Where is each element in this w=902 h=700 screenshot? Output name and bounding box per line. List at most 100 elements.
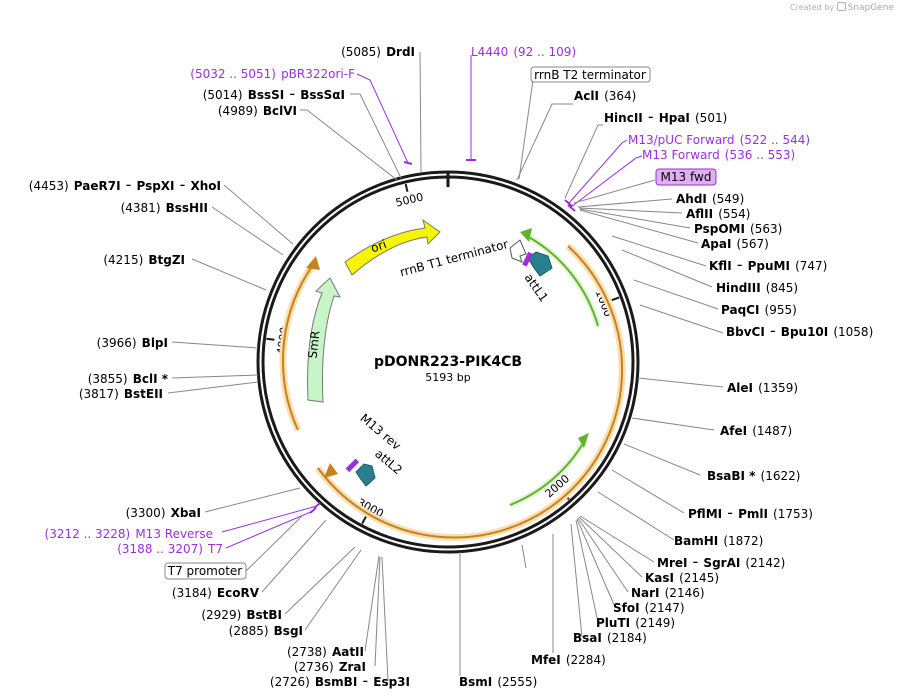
site-label: (2885) BsgI: [229, 620, 303, 639]
site-name: HindIII: [716, 281, 761, 295]
primer-range: (5032 .. 5051): [190, 67, 276, 81]
site-label: (2738) AatII: [287, 641, 364, 660]
site-name: BstEII: [124, 387, 163, 401]
site-name-2: Bpu10I: [781, 325, 828, 339]
site-position: (3855): [88, 372, 128, 386]
site-position: (3184): [172, 586, 212, 600]
site-name: BlpI: [142, 336, 168, 350]
site-label: (4215) BtgZI: [103, 249, 185, 268]
site-position: (1622): [761, 469, 801, 483]
left-site-labels: (5085) DrdI(5014) BssSI - BssSαI(4989) B…: [29, 41, 415, 690]
site-label: (4381) BssHII: [121, 197, 208, 216]
site-name: AatII: [332, 645, 364, 659]
site-position: (1753): [773, 507, 813, 521]
site-label: PflMI - PmlI (1753): [688, 503, 813, 522]
site-name: KasI: [645, 571, 674, 585]
site-label: BsaBI * (1622): [707, 465, 800, 484]
site-name: MreI: [657, 556, 687, 570]
site-label: AflII (554): [686, 203, 751, 222]
site-position: (364): [604, 89, 636, 103]
snapgene-credit: Created by SnapGene: [790, 2, 894, 13]
site-position: (2555): [497, 675, 537, 689]
rrnb-t1-label: rrnB T1 terminator: [398, 237, 510, 279]
site-label: PluTI (2149): [596, 612, 675, 631]
site-label: (3855) BclI *: [88, 368, 169, 387]
smr-feature: SmR: [306, 277, 341, 403]
site-name: BbvCI: [726, 325, 765, 339]
primer-name: pBR322ori-F: [281, 67, 355, 81]
primer-name: L4440: [471, 45, 508, 59]
site-label: HindIII (845): [716, 277, 798, 296]
site-position: (3817): [79, 387, 119, 401]
site-position: (1872): [723, 534, 763, 548]
primer-range: (536 .. 553): [725, 148, 795, 162]
primer-leaders: [221, 55, 656, 572]
site-label: (3966) BlpI: [97, 332, 168, 351]
primer-name: T7: [207, 542, 223, 556]
site-name: DrdI: [386, 45, 415, 59]
site-position: (955): [765, 303, 797, 317]
site-name: SfoI: [613, 601, 640, 615]
right-leaders: [459, 103, 724, 676]
site-label: BsmI (2555): [459, 671, 537, 690]
site-position: (2726): [270, 675, 310, 689]
attl1-feature: attL1: [522, 251, 553, 304]
site-label: MfeI (2284): [531, 649, 606, 668]
site-name: PspOMI: [694, 222, 745, 236]
t7-promoter-box: T7 promoter: [164, 562, 247, 580]
site-name: BsaBI *: [707, 469, 756, 483]
attl2-label: attL2: [372, 447, 405, 478]
site-label: HincII - HpaI (501): [604, 107, 727, 126]
site-name: BclI *: [133, 372, 169, 386]
site-position: (1058): [833, 325, 873, 339]
site-name: BsgI: [274, 624, 303, 638]
primer-label: (5032 .. 5051) pBR322ori-F: [190, 63, 355, 82]
site-position: (2142): [745, 556, 785, 570]
tick-label-5000: 5000: [394, 190, 424, 209]
site-name-2: BssSαI: [300, 88, 345, 102]
site-name: MfeI: [531, 653, 561, 667]
site-position: (4381): [121, 201, 161, 215]
left-leaders: [167, 51, 422, 682]
site-position: (2145): [679, 571, 719, 585]
site-label: AfeI (1487): [720, 420, 792, 439]
site-name: PflMI: [688, 507, 722, 521]
smr-label: SmR: [306, 330, 323, 359]
site-position: (2284): [566, 653, 606, 667]
site-label: AclI (364): [574, 85, 636, 104]
site-name: BclVI: [263, 104, 297, 118]
site-name: AhdI: [676, 192, 707, 206]
site-label: (4453) PaeR7I - PspXI - XhoI: [29, 175, 221, 194]
primer-range: (3188 .. 3207): [117, 542, 203, 556]
site-position: (554): [718, 207, 750, 221]
site-position: (1359): [758, 381, 798, 395]
site-label: (3817) BstEII: [79, 383, 163, 402]
site-name: BtgZI: [148, 253, 185, 267]
primer-range: (3212 .. 3228): [45, 527, 131, 541]
site-position: (3300): [126, 506, 166, 520]
site-position: (1487): [752, 424, 792, 438]
primer-name: M13 Reverse: [135, 527, 213, 541]
site-name: BsmBI: [315, 675, 357, 689]
m13-fwd-box: M13 fwd: [655, 168, 717, 186]
site-position: (2885): [229, 624, 269, 638]
site-name: AleI: [727, 381, 753, 395]
m13-fwd-label: M13 fwd: [661, 170, 712, 184]
site-position: (2736): [294, 660, 334, 674]
credit-brand: SnapGene: [847, 3, 894, 13]
right-site-labels: AclI (364)HincII - HpaI (501)AhdI (549)A…: [459, 85, 873, 690]
site-name-2: PspXI: [136, 179, 174, 193]
t7-promoter-label: T7 promoter: [167, 564, 243, 578]
site-position: (549): [712, 192, 744, 206]
ori-feature: ori: [344, 218, 441, 276]
site-label: (5085) DrdI: [341, 41, 415, 60]
site-label: ApaI (567): [701, 233, 769, 252]
tick-3000: [361, 516, 367, 525]
site-position: (747): [795, 259, 827, 273]
site-position: (5085): [341, 45, 381, 59]
site-label: KflI - PpuMI (747): [709, 255, 827, 274]
site-label: NarI (2146): [631, 582, 705, 601]
site-name: BsmI: [459, 675, 492, 689]
site-name: BstBI: [246, 608, 282, 622]
site-name: BsaI: [573, 631, 602, 645]
